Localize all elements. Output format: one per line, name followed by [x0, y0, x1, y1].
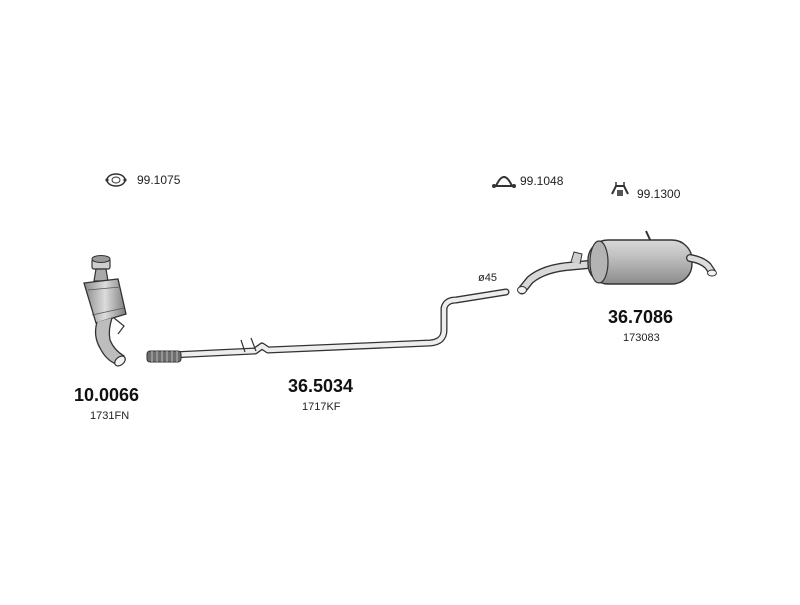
part-number-rear-silencer: 36.7086: [608, 307, 674, 327]
middle-pipe-drawing: [146, 288, 510, 363]
flat-gasket-icon: [105, 173, 127, 187]
pipe-diameter-label: ø45: [478, 272, 497, 284]
accessory-code-clamp: 99.1048: [520, 174, 564, 188]
accessory-code-gasket: 99.1075: [137, 173, 181, 187]
reference-rear-silencer: 173083: [623, 332, 660, 344]
rear-silencer-drawing: [517, 230, 717, 295]
part-number-catalytic-converter: 10.0066: [74, 385, 140, 405]
part-number-middle-pipe: 36.5034: [288, 376, 354, 396]
reference-catalytic-converter: 1731FN: [90, 410, 130, 422]
reference-middle-pipe: 1717KF: [302, 401, 341, 413]
rubber-hanger-icon: [611, 182, 629, 196]
clamp-icon: [492, 176, 516, 188]
accessory-code-hanger: 99.1300: [637, 187, 681, 201]
catalytic-converter-drawing: [83, 255, 127, 367]
